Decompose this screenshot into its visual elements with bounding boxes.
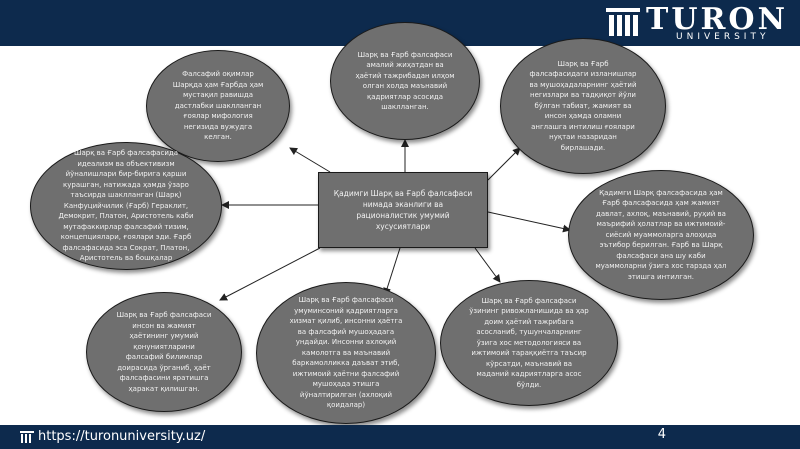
oval-left: Шарқ ва Ғарб фалсафасида идеализм ва объ… [30,142,222,270]
arrow-to-right [487,211,571,233]
oval-bottom-center: Шарқ ва Ғарб фалсафаси умуминсоний қадри… [256,282,436,424]
central-topic-text: Қадимги Шарқ ва Ғарб фалсафаси нимада эк… [333,189,473,231]
university-logo[interactable]: TURON UNIVERSITY [606,4,788,42]
oval-left-text: Шарқ ва Ғарб фалсафасида идеализм ва объ… [58,149,194,263]
logo-name: TURON [646,1,788,37]
website-url[interactable]: https://turonuniversity.uz/ [38,429,206,444]
central-topic-box: Қадимги Шарқ ва Ғарб фалсафаси нимада эк… [318,172,488,248]
oval-top-right-text: Шарқ ва Ғарб фалсафасидаги изланишлар ва… [529,59,637,152]
oval-bottom-left: Шарқ ва Ғарб фалсафаси инсон ва жамият ҳ… [86,292,242,412]
oval-bottom-center-text: Шарқ ва Ғарб фалсафаси умуминсоний қадри… [289,296,403,410]
arrow-to-bottom-right [474,247,501,283]
arrow-to-bottom-left [219,247,321,301]
oval-top-right: Шарқ ва Ғарб фалсафасидаги изланишлар ва… [500,38,666,174]
logo-subtitle: UNIVERSITY [676,31,770,42]
website-link[interactable]: https://turonuniversity.uz/ [20,429,205,444]
oval-top-center-text: Шарқ ва Ғарб фалсафаси амалий жиҳатдан в… [355,50,455,112]
arrow-to-top-right [487,147,521,181]
footer-bar [0,425,800,449]
arrow-to-top-left [289,147,331,173]
columns-logo-icon [20,430,34,443]
oval-right: Қадимги Шарқ фалсафасида ҳам Ғарб фалсаф… [568,170,754,300]
oval-bottom-right-text: Шарқ ва Ғарб фалсафаси ўзининг ривожлани… [469,296,589,389]
oval-right-text: Қадимги Шарқ фалсафасида ҳам Ғарб фалсаф… [595,188,727,281]
page-number: 4 [657,427,666,442]
oval-top-left: Фалсафий оқимлар Шарқда ҳам Ғарбда ҳам м… [146,50,290,162]
oval-bottom-left-text: Шарқ ва Ғарб фалсафаси инсон ва жамият ҳ… [116,311,212,393]
oval-bottom-right: Шарқ ва Ғарб фалсафаси ўзининг ривожлани… [440,280,618,406]
arrow-to-bottom-center [383,247,401,296]
columns-logo-icon [606,8,641,38]
oval-top-left-text: Фалсафий оқимлар Шарқда ҳам Ғарбда ҳам м… [172,70,264,142]
oval-top-center: Шарқ ва Ғарб фалсафаси амалий жиҳатдан в… [330,22,480,140]
